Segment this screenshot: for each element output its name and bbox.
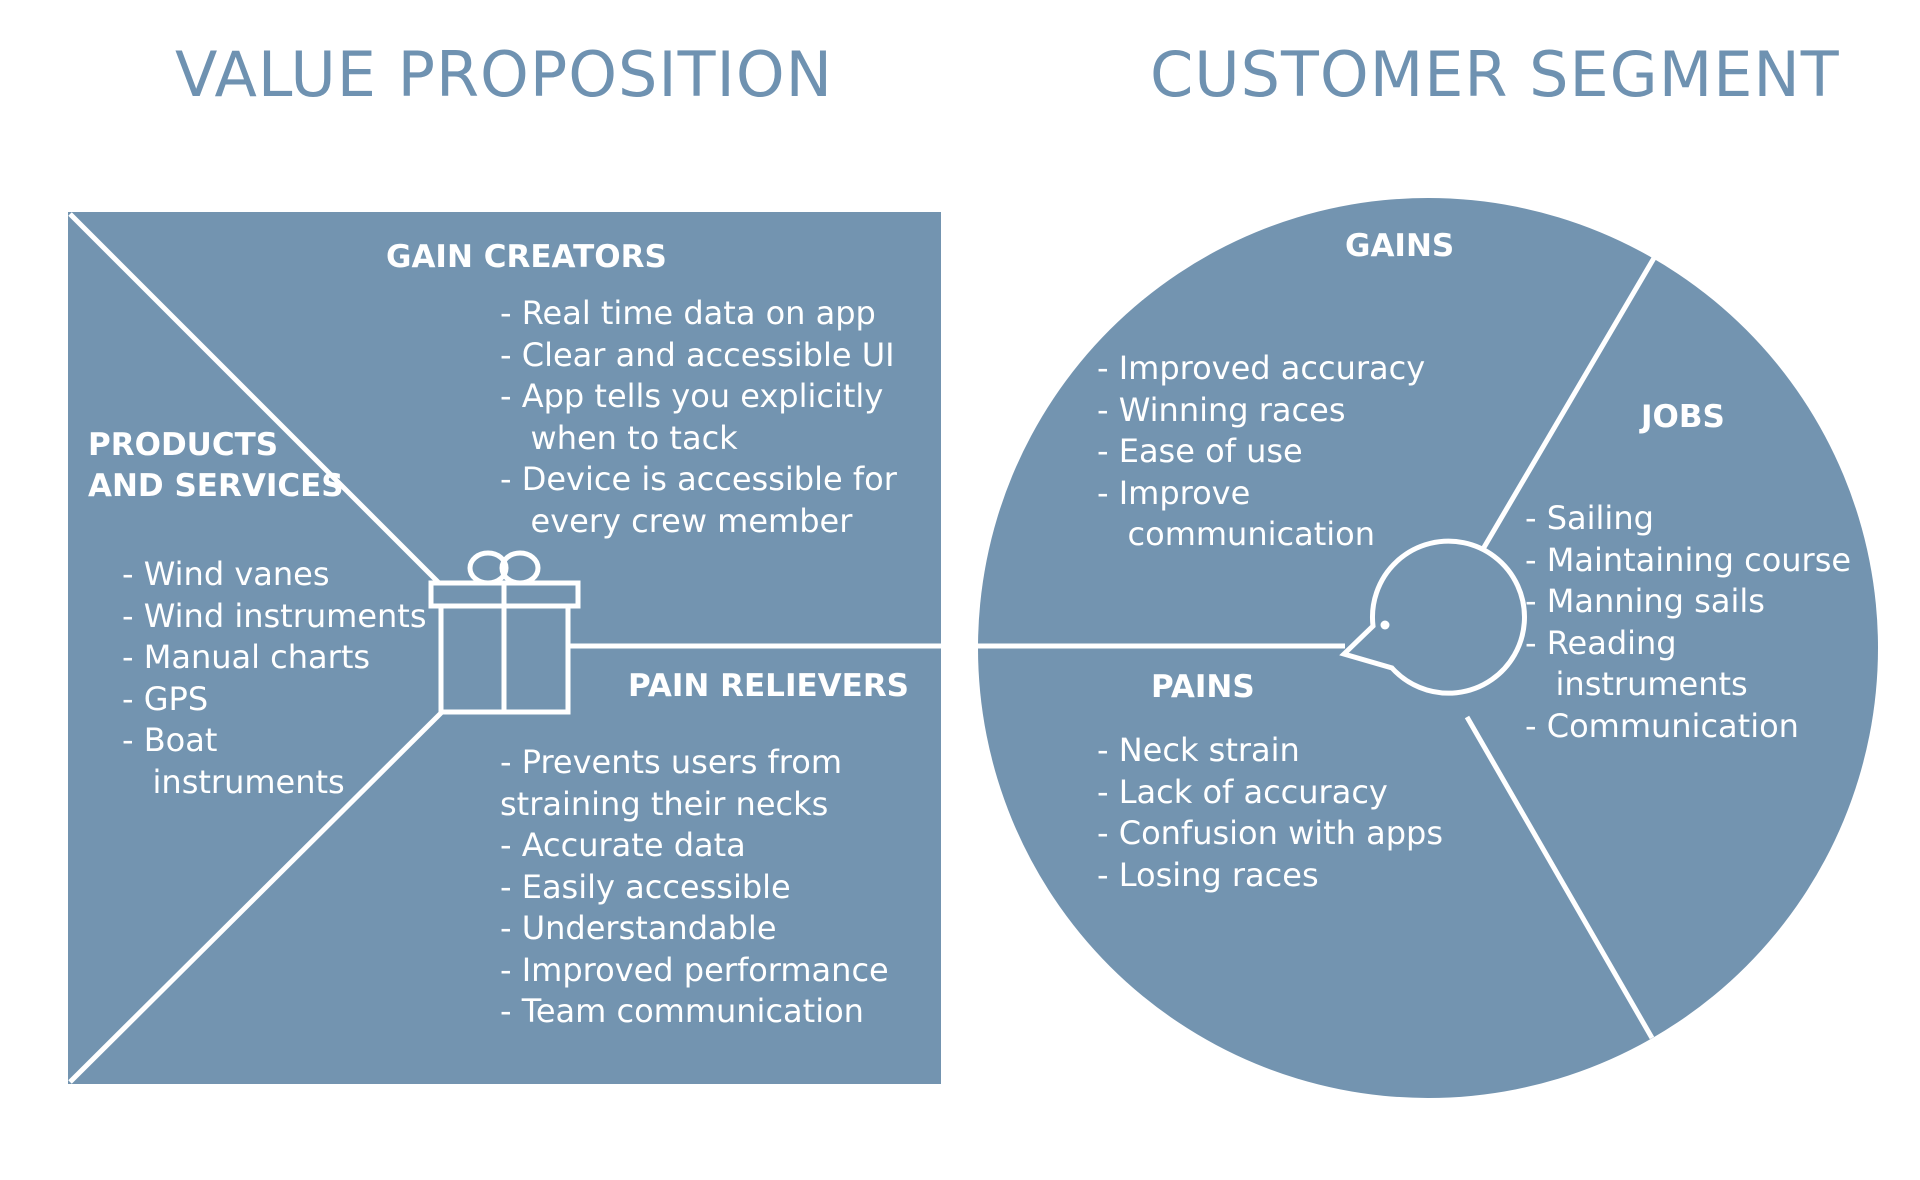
list-item: - Device is accessible for xyxy=(500,460,897,498)
list-item: - Manning sails xyxy=(1525,582,1765,620)
pains-list: - Neck strain - Lack of accuracy - Confu… xyxy=(1097,730,1443,896)
list-item: - Understandable xyxy=(500,909,777,947)
list-item: - Prevents users from xyxy=(500,743,842,781)
pain-relievers-heading: PAIN RELIEVERS xyxy=(628,668,910,704)
pain-relievers-list: - Prevents users from straining their ne… xyxy=(500,742,889,1033)
jobs-list: - Sailing - Maintaining course - Manning… xyxy=(1525,498,1851,747)
list-item: when to tack xyxy=(500,418,738,457)
list-item: every crew member xyxy=(500,501,853,540)
gain-creators-heading: GAIN CREATORS xyxy=(386,239,667,275)
list-item: - Boat xyxy=(122,721,218,759)
list-item: - Losing races xyxy=(1097,855,1319,894)
square-divider-upper xyxy=(68,212,442,586)
list-item: - App tells you explicitly xyxy=(500,377,884,415)
products-services-heading-line2: AND SERVICES xyxy=(88,468,344,504)
jobs-heading: JOBS xyxy=(1641,399,1725,435)
circle-divider-lower xyxy=(1464,715,1655,1040)
list-item: - Confusion with apps xyxy=(1097,814,1444,852)
list-item: - Reading xyxy=(1525,623,1677,662)
list-item: - Manual charts xyxy=(122,638,371,676)
list-item: - Communication xyxy=(1525,706,1799,745)
customer-segment-title: CUSTOMER SEGMENT xyxy=(1150,38,1840,111)
list-item: - GPS xyxy=(122,679,209,718)
circle-divider-upper xyxy=(1463,256,1657,580)
list-item: communication xyxy=(1097,515,1375,553)
gain-creators-list: - Real time data on app - Clear and acce… xyxy=(500,293,897,542)
list-item: - Easily accessible xyxy=(500,867,791,906)
customer-face-icon xyxy=(1339,538,1527,696)
gains-list: - Improved accuracy - Winning races - Ea… xyxy=(1097,348,1425,556)
list-item: - Lack of accuracy xyxy=(1097,772,1388,811)
list-item: instruments xyxy=(1525,665,1748,703)
list-item: - Improve xyxy=(1097,473,1251,512)
list-item: - Winning races xyxy=(1097,390,1346,429)
list-item: - Improved performance xyxy=(500,950,889,989)
list-item: - Team communication xyxy=(500,992,864,1030)
products-services-heading-line1: PRODUCTS xyxy=(88,427,279,463)
list-item: - Sailing xyxy=(1525,499,1654,537)
list-item: - Real time data on app xyxy=(500,294,876,332)
square-divider-lower xyxy=(68,710,444,1084)
value-proposition-title: VALUE PROPOSITION xyxy=(175,38,834,111)
list-item: - Improved accuracy xyxy=(1097,349,1426,387)
list-item: - Maintaining course xyxy=(1525,540,1852,579)
list-item: - Wind instruments xyxy=(122,596,427,635)
products-services-list: - Wind vanes - Wind instruments - Manual… xyxy=(122,554,427,803)
list-item: - Neck strain xyxy=(1097,731,1300,769)
gift-icon xyxy=(428,550,581,715)
list-item: - Accurate data xyxy=(500,826,746,864)
pains-heading: PAINS xyxy=(1151,669,1255,705)
list-item: - Wind vanes xyxy=(122,555,330,593)
gains-heading: GAINS xyxy=(1345,228,1455,264)
list-item: instruments xyxy=(122,762,345,801)
list-item: - Clear and accessible UI xyxy=(500,335,895,374)
list-item: - Ease of use xyxy=(1097,432,1303,470)
list-item: straining their necks xyxy=(500,784,829,823)
